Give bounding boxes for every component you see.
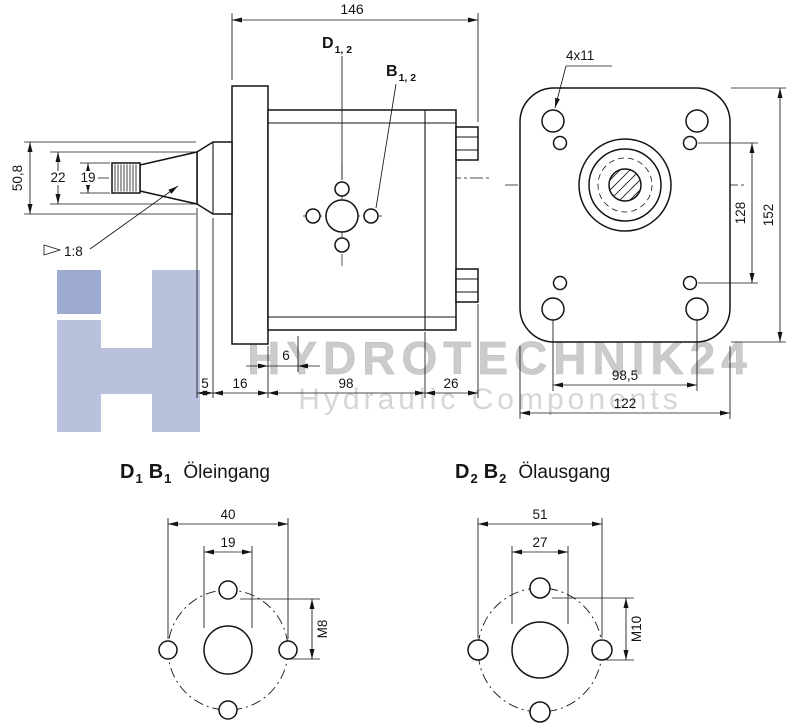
dim-152-text: 152: [761, 204, 776, 227]
watermark-logo: [57, 270, 200, 432]
dim-26-text: 26: [443, 376, 458, 391]
dim-5-text: 5: [201, 376, 209, 391]
shaft-boss-front: [578, 138, 672, 232]
pump-body: [231, 85, 457, 345]
port-stud-hole-br: [682, 275, 698, 291]
outlet-dim-27-text: 27: [532, 535, 547, 550]
drive-shaft: [111, 141, 233, 215]
dim-50-8-text: 50,8: [10, 165, 25, 191]
outlet-thread-text: M10: [629, 616, 644, 642]
outlet-bolt-hole-right: [591, 639, 613, 661]
outlet-dimensions: 51 27 M10: [477, 507, 644, 661]
leader-b: [375, 83, 397, 209]
dim-6-text: 6: [282, 348, 290, 363]
logo-block-right: [152, 270, 200, 432]
inlet-dim-19-text: 19: [220, 535, 235, 550]
inlet-bolt-hole-bottom: [218, 700, 238, 720]
port-hole-left: [305, 208, 321, 224]
dim-128-text: 128: [733, 202, 748, 225]
port-label-b: B1, 2: [386, 63, 416, 84]
outlet-port-detail: 51 27 M10: [467, 507, 644, 723]
logo-block-left: [57, 320, 101, 432]
port-hole-right: [363, 208, 379, 224]
side-view: D1, 2 B1, 2 1:8 146 50,8: [10, 1, 492, 398]
mounting-flange-front: [519, 87, 731, 343]
dim-98-text: 98: [338, 376, 353, 391]
corner-hole-tr: [685, 109, 709, 133]
port-stud-hole-bl: [552, 275, 568, 291]
side-view-dimensions: 146 50,8 22 19 6: [10, 1, 479, 398]
port-hole-bottom: [334, 237, 350, 253]
inlet-dim-40-text: 40: [220, 507, 235, 522]
corner-hole-tl: [541, 109, 565, 133]
threaded-shaft-end: [111, 162, 141, 194]
watermark: HYDROTECHNIK24 Hydraulic Components: [57, 270, 753, 432]
front-view-dimensions: 128 152 98,5 122: [519, 87, 786, 419]
seal-boss: [196, 141, 233, 215]
pump-housing: [267, 109, 457, 331]
inlet-bolt-hole-right: [278, 640, 298, 660]
port-pattern: [303, 166, 382, 266]
hex-fitting-top: [455, 126, 479, 161]
dim-overall-text: 146: [340, 1, 364, 17]
outlet-bolt-hole-left: [467, 639, 489, 661]
mounting-flange-plate: [231, 85, 269, 345]
hex-fitting-bottom: [455, 268, 479, 303]
hole-callout: 4x11: [554, 48, 612, 109]
logo-block-cross: [101, 348, 152, 394]
taper-note-text: 1:8: [64, 244, 83, 259]
outlet-bolt-hole-top: [529, 577, 551, 599]
taper-callout: 1:8: [43, 185, 179, 259]
dim-122-text: 122: [614, 396, 637, 411]
port-stud-hole-tl: [552, 135, 568, 151]
shaft-section-hatch: [609, 169, 641, 201]
inlet-bolt-hole-top: [218, 580, 238, 600]
inlet-port-detail: 40 19 M8: [158, 507, 330, 720]
rear-port-fittings: [455, 126, 479, 303]
outlet-bore: [511, 621, 569, 679]
dim-16-text: 16: [232, 376, 247, 391]
dim-19-text: 19: [80, 170, 95, 185]
watermark-brand-text: HYDROTECHNIK24: [247, 332, 753, 384]
port-bore-circle: [325, 199, 359, 233]
tapered-shaft: [139, 151, 198, 205]
dim-22-text: 22: [50, 170, 65, 185]
corner-hole-br: [685, 297, 709, 321]
inlet-thread-text: M8: [315, 620, 330, 639]
flange-holes: [541, 109, 709, 321]
corner-hole-bl: [541, 297, 565, 321]
outlet-dim-51-text: 51: [532, 507, 547, 522]
inlet-bolt-hole-left: [158, 640, 178, 660]
port-stud-hole-tr: [682, 135, 698, 151]
outlet-bolt-hole-bottom: [529, 701, 551, 723]
front-view: 4x11 128 152 98,5 122: [505, 48, 786, 419]
inlet-bore: [203, 625, 253, 675]
hole-callout-text: 4x11: [566, 48, 594, 63]
logo-block-dark: [57, 270, 101, 314]
dim-98-5-text: 98,5: [612, 368, 638, 383]
port-label-d: D1, 2: [322, 35, 352, 56]
inlet-dimensions: 40 19 M8: [167, 507, 330, 660]
port-hole-top: [334, 181, 350, 197]
thread-hatch: [114, 164, 137, 192]
